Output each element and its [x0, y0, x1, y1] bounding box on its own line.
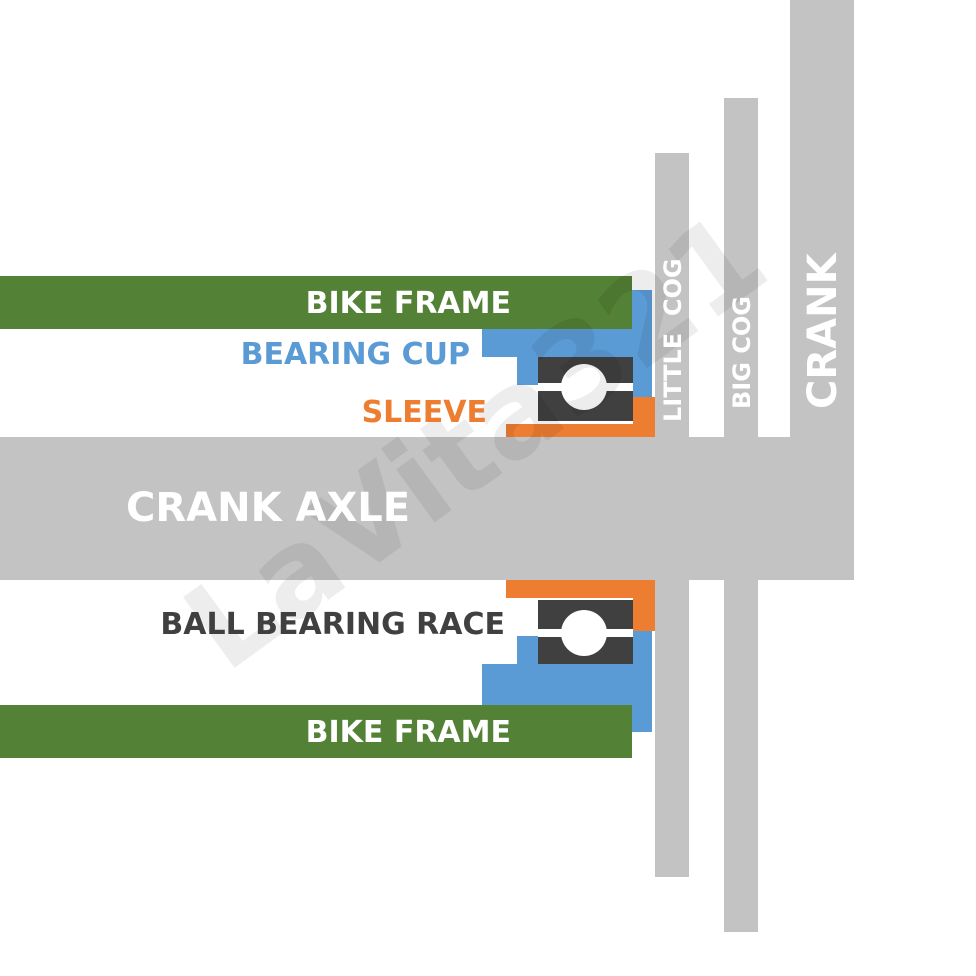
big-cog-label: BIG COG: [728, 296, 756, 409]
little-cog-label: LITTLE COG: [659, 258, 687, 422]
sleeve-bottom: [506, 580, 655, 631]
bike-frame-top-label: BIKE FRAME: [306, 286, 511, 321]
ball-bearing-race-bottom: [538, 600, 633, 664]
bearing-cup-label: BEARING CUP: [241, 337, 470, 372]
bike-frame-top: [0, 276, 632, 329]
bike-frame-bottom-label: BIKE FRAME: [306, 715, 511, 750]
ball-bearing-race-label: BALL BEARING RACE: [160, 607, 505, 642]
crank-axle-bar: [0, 437, 854, 580]
sleeve-label: SLEEVE: [362, 395, 487, 430]
ball-bearing-race-top: [538, 357, 633, 421]
sleeve-top: [506, 397, 655, 437]
bike-frame-bottom: [0, 705, 632, 758]
crank-label: CRANK: [800, 251, 846, 409]
crank-axle-label: CRANK AXLE: [126, 485, 410, 531]
